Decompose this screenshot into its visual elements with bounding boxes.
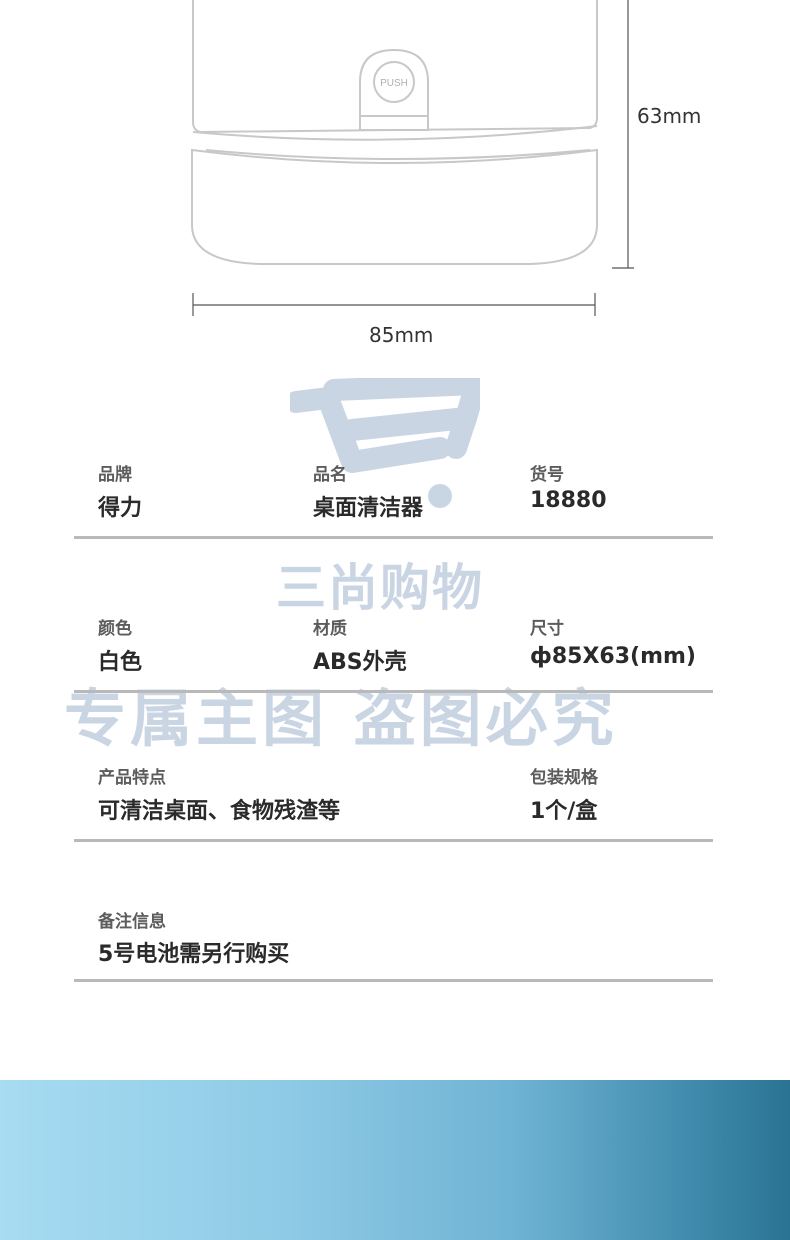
watermark-brand: 三尚购物 — [276, 559, 484, 617]
brand-value: 得力 — [98, 496, 143, 521]
note-label: 备注信息 — [98, 912, 166, 932]
material-label: 材质 — [313, 619, 347, 639]
packaging-label: 包装规格 — [530, 768, 598, 788]
material-value: ABS外壳 — [313, 650, 407, 675]
divider — [74, 536, 713, 539]
product-name-label: 品名 — [313, 465, 347, 485]
push-button-label: PUSH — [380, 78, 408, 89]
size-label: 尺寸 — [530, 619, 564, 639]
cleaner-lower-bowl — [191, 148, 598, 265]
push-button — [373, 61, 415, 103]
packaging-value: 1个/盒 — [530, 799, 598, 824]
shopping-cart-logo — [290, 378, 480, 508]
footer-gradient-band — [0, 1080, 790, 1240]
product-dimension-drawing: PUSH — [191, 0, 634, 316]
sku-label: 货号 — [530, 465, 564, 485]
width-dimension-label: 85mm — [369, 323, 434, 347]
sku-value: 18880 — [530, 488, 607, 513]
divider — [74, 979, 713, 982]
divider — [74, 690, 713, 693]
color-label: 颜色 — [98, 619, 132, 639]
feature-value: 可清洁桌面、食物残渣等 — [98, 799, 341, 824]
size-value: ф85X63(mm) — [530, 644, 696, 669]
color-value: 白色 — [98, 650, 143, 675]
product-name-value: 桌面清洁器 — [313, 496, 424, 521]
divider — [74, 839, 713, 842]
feature-label: 产品特点 — [98, 768, 166, 788]
note-value: 5号电池需另行购买 — [98, 942, 290, 967]
height-dimension-label: 63mm — [637, 104, 702, 128]
brand-label: 品牌 — [98, 465, 132, 485]
watermark-line: 专属主图 盗图必究 — [64, 682, 618, 755]
